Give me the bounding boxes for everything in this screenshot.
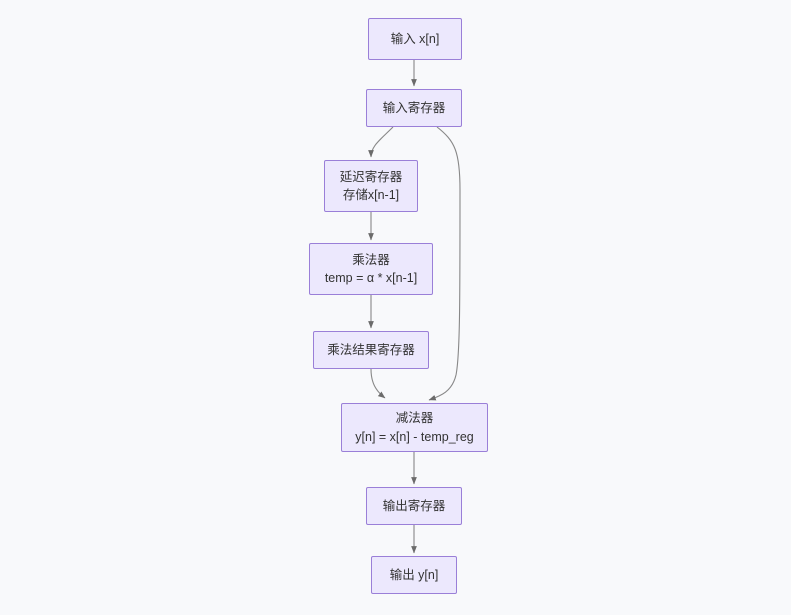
node-subtractor[interactable]: 减法器 y[n] = x[n] - temp_reg [341, 403, 488, 452]
node-input-register-label: 输入寄存器 [382, 100, 446, 115]
node-delay-register-label: 延迟寄存器 [339, 169, 403, 184]
edge-input-register-to-delay-register [368, 126, 394, 158]
node-subtractor-sublabel: y[n] = x[n] - temp_reg [355, 429, 474, 444]
node-output-label: 输出 y[n] [389, 567, 439, 582]
node-multiplier[interactable]: 乘法器 temp = α * x[n-1] [309, 243, 433, 295]
node-multiplier-sublabel: temp = α * x[n-1] [324, 271, 418, 285]
node-output-register-label: 输出寄存器 [382, 498, 446, 513]
edge-input-register-bypass-to-subtractor [428, 126, 461, 401]
node-multiply-result-register[interactable]: 乘法结果寄存器 [313, 331, 429, 369]
node-delay-register[interactable]: 延迟寄存器 存储x[n-1] [324, 160, 418, 212]
node-input-register[interactable]: 输入寄存器 [366, 89, 462, 127]
node-output[interactable]: 输出 y[n] [371, 556, 457, 594]
node-input[interactable]: 输入 x[n] [368, 18, 462, 60]
node-output-register[interactable]: 输出寄存器 [366, 487, 462, 525]
node-multiplier-label: 乘法器 [352, 252, 390, 267]
node-input-label: 输入 x[n] [390, 31, 440, 46]
edge-multiply-result-register-to-subtractor [370, 368, 386, 399]
node-delay-register-sublabel: 存储x[n-1] [342, 188, 400, 202]
node-subtractor-label: 减法器 [395, 411, 434, 426]
node-multiply-result-register-label: 乘法结果寄存器 [327, 342, 415, 357]
